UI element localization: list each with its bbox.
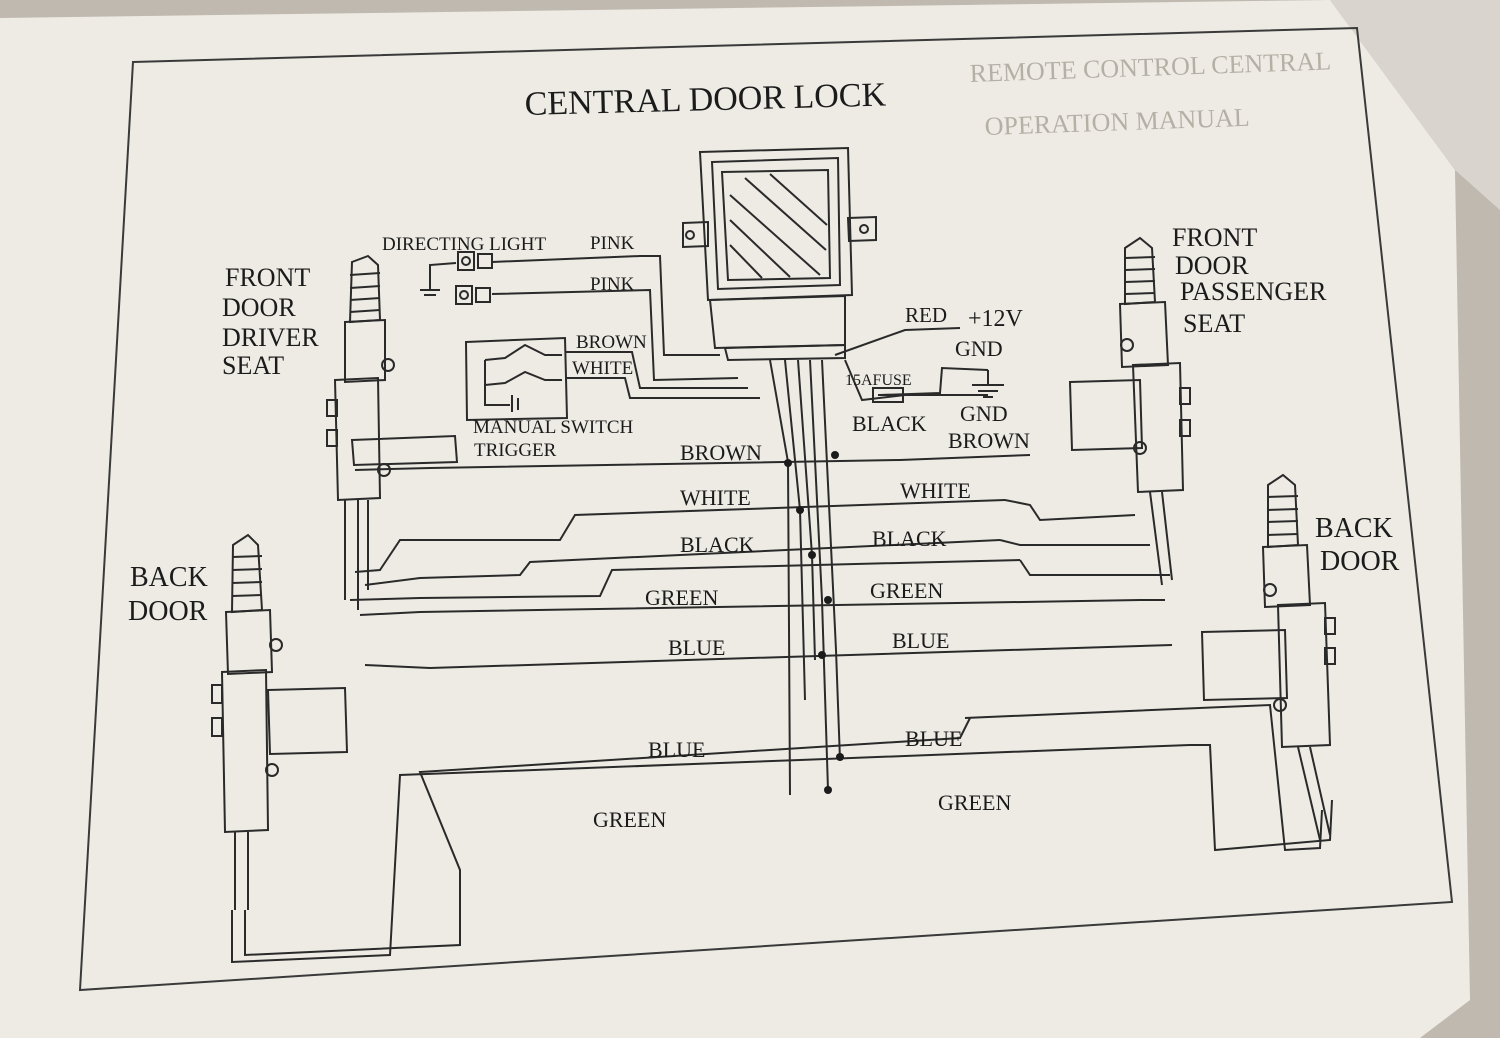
wire-label-right-brown: BROWN (948, 428, 1030, 453)
actuator-back-left (211, 533, 349, 910)
diagram-border (78, 26, 1454, 992)
label-back-right: BACK DOOR (1315, 513, 1400, 577)
label-back-left-1: BACK (130, 562, 208, 593)
label-switch-brown: BROWN (576, 332, 647, 353)
paper-fold (1330, 0, 1500, 210)
label-back-left: BACK DOOR (128, 562, 208, 627)
label-front-driver-3: DRIVER (222, 323, 319, 352)
wire-label-left-white: WHITE (680, 485, 751, 510)
label-front-driver: FRONT DOOR DRIVER SEAT (222, 263, 319, 380)
wire-label-bottom-left-green: GREEN (593, 807, 666, 832)
label-pink-1: PINK (590, 233, 635, 254)
label-front-passenger-4: SEAT (1183, 309, 1245, 338)
label-front-driver-2: DOOR (222, 293, 296, 322)
wire-network (231, 255, 1333, 964)
wire-labels-bottom: BLUE GREEN BLUE GREEN (593, 726, 1011, 832)
label-manual-switch: MANUAL SWITCH (473, 417, 634, 438)
wire-labels-left: BROWN WHITE BLACK GREEN BLUE (645, 440, 762, 660)
control-module (682, 146, 877, 362)
directing-light (420, 251, 493, 305)
label-directing-light: DIRECTING LIGHT (382, 234, 547, 255)
wire-label-left-blue: BLUE (668, 635, 725, 660)
label-gnd-2: GND (960, 401, 1008, 426)
wire-label-right-green: GREEN (870, 578, 943, 603)
wire-label-left-black: BLACK (680, 532, 755, 557)
label-front-driver-4: SEAT (222, 351, 284, 380)
wire-label-right-blue: BLUE (892, 628, 949, 653)
label-plus12v: +12V (968, 306, 1024, 332)
label-back-right-1: BACK (1315, 513, 1393, 544)
label-front-passenger: FRONT DOOR PASSENGER SEAT (1172, 223, 1327, 338)
label-front-passenger-1: FRONT (1172, 223, 1257, 252)
actuator-front-passenger (1068, 236, 1191, 586)
label-back-right-2: DOOR (1320, 546, 1400, 577)
wire-label-right-black: BLACK (872, 526, 947, 551)
label-front-passenger-2: DOOR (1175, 251, 1249, 280)
wire-label-left-green: GREEN (645, 585, 718, 610)
label-front-passenger-3: PASSENGER (1180, 277, 1327, 306)
wire-label-bottom-left-blue: BLUE (648, 737, 705, 762)
wire-label-left-brown: BROWN (680, 440, 762, 465)
wire-labels-right: BROWN WHITE BLACK GREEN BLUE (870, 428, 1030, 653)
actuator-back-right (1200, 473, 1336, 841)
label-trigger: TRIGGER (474, 440, 557, 461)
wire-label-bottom-right-green: GREEN (938, 790, 1011, 815)
label-red: RED (905, 303, 947, 327)
fuse (872, 387, 904, 403)
actuator-front-driver (326, 254, 459, 610)
junction-dots (784, 451, 844, 794)
label-switch-white: WHITE (572, 358, 633, 379)
label-black-top: BLACK (852, 411, 927, 436)
manual-switch (464, 336, 569, 422)
label-fuse: 15AFUSE (845, 372, 912, 389)
label-pink-2: PINK (590, 274, 635, 295)
label-back-left-2: DOOR (128, 596, 208, 627)
wire-label-right-white: WHITE (900, 478, 971, 503)
label-gnd-1: GND (955, 336, 1003, 361)
wire-label-bottom-right-blue: BLUE (905, 726, 962, 751)
label-front-driver-1: FRONT (225, 263, 310, 292)
ground-symbol (972, 370, 1004, 398)
